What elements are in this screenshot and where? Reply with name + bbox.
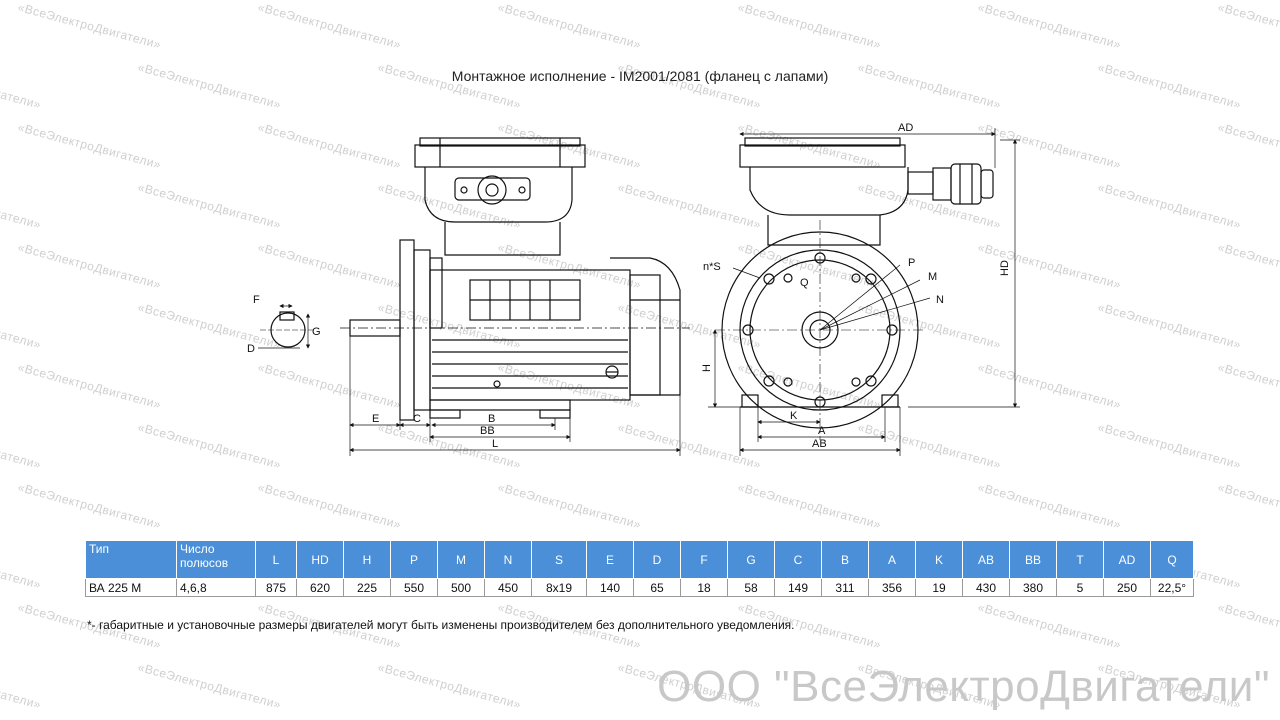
th-m: M: [437, 540, 485, 579]
th-q: Q: [1150, 540, 1194, 579]
td-l: 875: [255, 578, 297, 597]
th-c: C: [774, 540, 822, 579]
td-ab: 430: [962, 578, 1010, 597]
td-type: ВА 225 М: [85, 578, 177, 597]
watermark-text: «ВсеЭлектроДвигатели»: [976, 600, 1123, 652]
td-s: 8x19: [531, 578, 587, 597]
company-watermark: ООО "ВсеЭлектроДвигатели": [657, 662, 1270, 711]
th-s: S: [531, 540, 587, 579]
th-t: T: [1056, 540, 1104, 579]
td-b: 311: [821, 578, 869, 597]
th-hd: HD: [296, 540, 344, 579]
side-dimension-labels: F D G E C B BB L: [247, 294, 498, 450]
dim-label-bb: BB: [480, 425, 495, 437]
th-n: N: [484, 540, 532, 579]
td-f: 18: [680, 578, 728, 597]
page-title: Монтажное исполнение - IM2001/2081 (флан…: [451, 68, 829, 84]
dim-label-h: H: [701, 364, 713, 372]
dim-label-ad: AD: [898, 122, 913, 134]
watermark-text: «ВсеЭлектроДвигатели»: [1216, 600, 1280, 652]
th-b: B: [821, 540, 869, 579]
front-dimensions: [708, 128, 1020, 456]
dim-label-hd: HD: [999, 260, 1011, 276]
watermark-text: «ВсеЭлектроДвигатели»: [0, 660, 43, 712]
dim-label-b: B: [488, 413, 495, 425]
front-dimension-labels: AD n*S Q P M N HD H K A AB: [701, 122, 1011, 450]
dim-label-p: P: [908, 257, 915, 269]
th-g: G: [727, 540, 775, 579]
engineering-drawing: F D G E C B BB L: [247, 122, 1020, 456]
side-view: [260, 137, 690, 421]
dim-label-a: A: [818, 425, 826, 437]
th-a: A: [868, 540, 916, 579]
th-f: F: [680, 540, 728, 579]
th-h: H: [343, 540, 391, 579]
dim-label-q: Q: [800, 277, 809, 289]
dim-label-n: N: [936, 294, 944, 306]
td-k: 19: [915, 578, 963, 597]
table-header-row: Тип Число полюсов L HD H P M N S E D F G…: [85, 540, 1194, 579]
td-m: 500: [437, 578, 485, 597]
td-p: 550: [390, 578, 438, 597]
th-l: L: [255, 540, 297, 579]
td-a: 356: [868, 578, 916, 597]
front-view: [715, 137, 994, 440]
table-row: ВА 225 М 4,6,8 875 620 225 550 500 450 8…: [85, 578, 1194, 597]
th-d: D: [633, 540, 681, 579]
dim-label-g: G: [312, 326, 321, 338]
td-ad: 250: [1103, 578, 1151, 597]
th-e: E: [586, 540, 634, 579]
dim-label-ab: AB: [812, 438, 827, 450]
dim-label-l: L: [492, 438, 498, 450]
dim-label-e: E: [372, 413, 379, 425]
dim-label-k: K: [790, 410, 798, 422]
td-d: 65: [633, 578, 681, 597]
side-dimensions: [258, 303, 681, 456]
td-n: 450: [484, 578, 532, 597]
watermark-text: «ВсеЭлектроДвигатели»: [0, 540, 43, 592]
td-h: 225: [343, 578, 391, 597]
th-bb: BB: [1009, 540, 1057, 579]
td-bb: 380: [1009, 578, 1057, 597]
dim-label-d: D: [247, 343, 255, 355]
dimensions-table: Тип Число полюсов L HD H P M N S E D F G…: [85, 540, 1194, 597]
dim-label-c: C: [413, 413, 421, 425]
th-poles: Число полюсов: [176, 540, 256, 579]
td-e: 140: [586, 578, 634, 597]
td-c: 149: [774, 578, 822, 597]
watermark-text: «ВсеЭлектроДвигатели»: [136, 660, 283, 712]
th-type: Тип: [85, 540, 177, 579]
td-t: 5: [1056, 578, 1104, 597]
td-hd: 620: [296, 578, 344, 597]
td-g: 58: [727, 578, 775, 597]
dim-label-f: F: [253, 294, 260, 306]
th-ab: AB: [962, 540, 1010, 579]
td-q: 22,5°: [1150, 578, 1194, 597]
th-ad: AD: [1103, 540, 1151, 579]
th-k: K: [915, 540, 963, 579]
dim-label-m: M: [928, 271, 937, 283]
th-p: P: [390, 540, 438, 579]
dim-label-ns: n*S: [703, 261, 721, 273]
watermark-text: «ВсеЭлектроДвигатели»: [376, 660, 523, 712]
footnote: *- габаритные и установочные размеры дви…: [87, 618, 795, 632]
td-poles: 4,6,8: [176, 578, 256, 597]
